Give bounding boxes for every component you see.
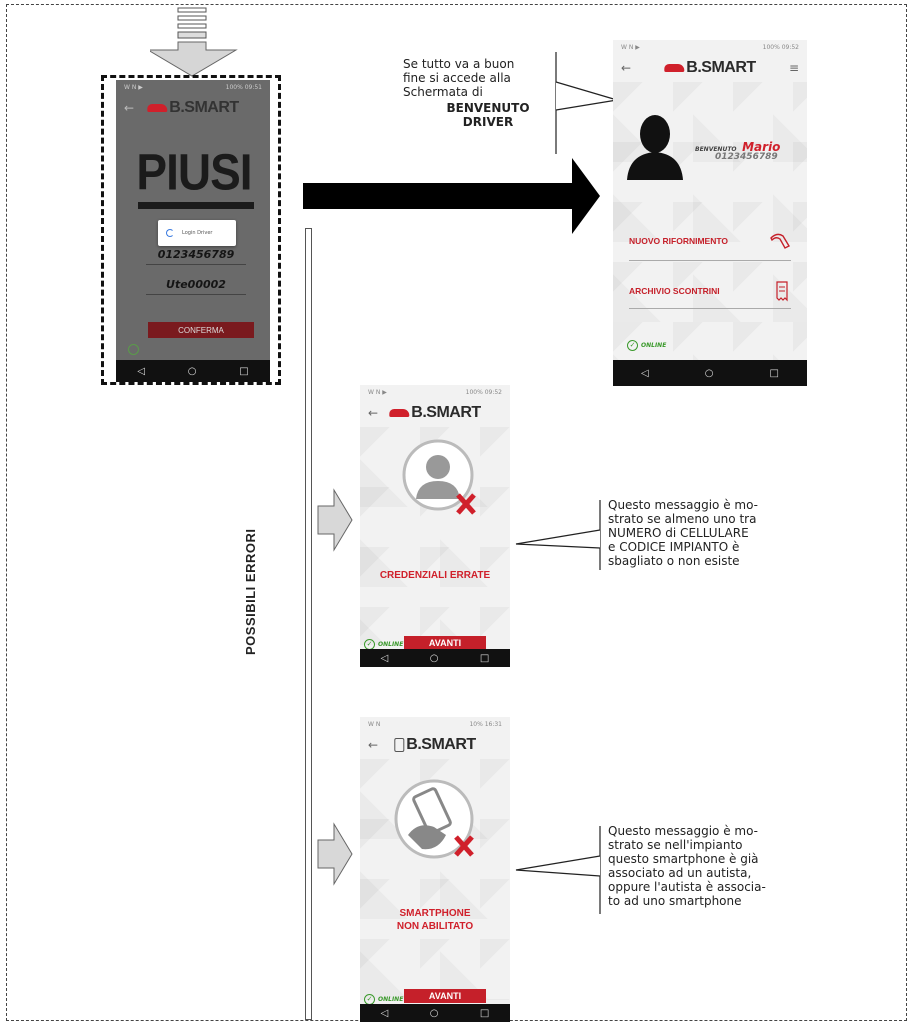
dialog-text: Login Driver <box>182 230 213 236</box>
avatar-icon <box>627 115 683 180</box>
success-arrow <box>303 158 600 234</box>
error2-arrow <box>317 822 353 886</box>
back-icon[interactable]: ← <box>124 101 135 115</box>
back-icon[interactable]: ← <box>368 406 379 420</box>
nav-recent-icon[interactable]: □ <box>239 365 249 377</box>
status-left: W N ▶ <box>124 83 143 91</box>
error2-callout-pointer <box>515 826 601 914</box>
credentials-error-text: CREDENZIALI ERRATE <box>379 570 491 581</box>
plant-code-field[interactable]: Ute00002 <box>146 278 246 295</box>
login-screen-frame <box>101 75 281 385</box>
login-phone: W N ▶ 100% 09:51 ← B.SMART PIUSI Login D… <box>116 80 270 382</box>
next-button[interactable]: AVANTI <box>404 989 486 1003</box>
status-right: 100% 09:52 <box>465 388 502 396</box>
brand-logo: B.SMART <box>664 59 756 77</box>
back-icon[interactable]: ← <box>621 61 632 75</box>
brand-logo: B.SMART <box>389 404 481 422</box>
nav-back-icon[interactable]: ◁ <box>641 367 649 379</box>
online-check-icon: ✓ <box>627 340 638 351</box>
error2-phone: W N 10% 16:31 ← B.SMART SMARTPHONE NON A… <box>360 717 510 1022</box>
menu-icon[interactable]: ≡ <box>788 61 799 75</box>
nav-recent-icon[interactable]: □ <box>479 1007 490 1019</box>
driver-phone: 0123456789 <box>715 152 778 162</box>
status-left: W N ▶ <box>621 43 640 51</box>
spinner-icon <box>166 229 174 237</box>
smartphone-error-text: SMARTPHONE NON ABILITATO <box>396 908 474 932</box>
menu-item-new-refuel[interactable]: NUOVO RIFORNIMENTO <box>629 230 791 261</box>
success-callout: Se tutto va a buon fine si accede alla S… <box>403 57 530 129</box>
error1-arrow <box>317 488 353 552</box>
error1-callout-pointer <box>515 500 601 570</box>
nav-back-icon[interactable]: ◁ <box>380 652 389 664</box>
nav-home-icon[interactable]: ○ <box>187 365 197 377</box>
piusi-logo: PIUSI <box>136 143 252 201</box>
online-status: ✓ ONLINE <box>627 340 666 351</box>
confirm-button[interactable]: CONFERMA <box>148 322 254 338</box>
nav-home-icon[interactable]: ○ <box>704 367 714 379</box>
user-error-icon <box>402 439 476 515</box>
phone-number-field[interactable]: 0123456789 <box>146 248 246 265</box>
possible-errors-label: POSSIBILI ERRORI <box>243 528 258 655</box>
status-left: W N ▶ <box>368 388 387 396</box>
nav-home-icon[interactable]: ○ <box>429 1007 439 1019</box>
error1-callout: Questo messaggio è mo- strato se almeno … <box>608 498 758 568</box>
status-right: 100% 09:51 <box>225 83 262 91</box>
status-right: 10% 16:31 <box>469 720 502 728</box>
status-left: W N <box>368 720 381 728</box>
login-dialog: Login Driver <box>158 220 236 246</box>
next-button[interactable]: AVANTI <box>404 636 486 650</box>
fuel-nozzle-icon <box>770 233 790 249</box>
phone-logo-icon <box>394 738 405 752</box>
brand-logo: B.SMART <box>147 99 239 117</box>
nav-home-icon[interactable]: ○ <box>429 652 439 664</box>
errors-connector-line <box>305 228 312 1020</box>
driver-name: Mario <box>742 140 781 154</box>
smartphone-error-icon <box>394 779 474 859</box>
status-right: 100% 09:52 <box>762 43 799 51</box>
menu-item-receipt-archive[interactable]: ARCHIVIO SCONTRINI <box>629 280 791 309</box>
nav-back-icon[interactable]: ◁ <box>137 365 146 377</box>
back-icon[interactable]: ← <box>368 738 379 752</box>
welcome-phone: W N ▶ 100% 09:52 ← B.SMART ≡ BENVENUTO M… <box>613 40 807 386</box>
error2-callout: Questo messaggio è mo- strato se nell'im… <box>608 824 766 908</box>
error1-phone: W N ▶ 100% 09:52 ← B.SMART CREDENZIALI E… <box>360 385 510 667</box>
nav-back-icon[interactable]: ◁ <box>380 1007 389 1019</box>
online-icon <box>128 344 139 355</box>
entry-arrow-icon <box>150 7 238 77</box>
nav-recent-icon[interactable]: □ <box>769 367 779 379</box>
nav-recent-icon[interactable]: □ <box>479 652 490 664</box>
brand-logo: B.SMART <box>394 736 476 754</box>
receipt-icon <box>776 281 788 302</box>
welcome-line: BENVENUTO Mario <box>695 140 781 154</box>
